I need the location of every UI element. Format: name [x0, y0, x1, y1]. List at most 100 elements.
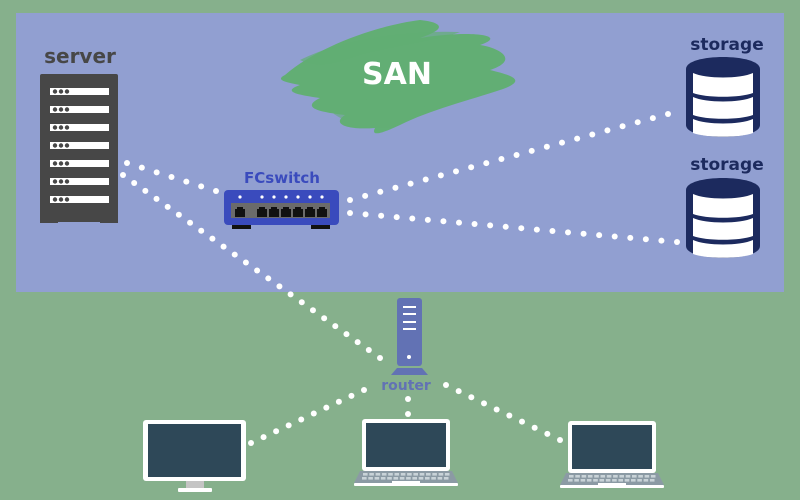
link-dot	[440, 218, 447, 225]
link-dot	[175, 211, 182, 218]
link-dot	[198, 227, 205, 234]
link-dot	[443, 382, 449, 388]
link-dot	[365, 347, 372, 354]
link-dot	[335, 398, 342, 405]
server-slot	[50, 160, 109, 167]
link-dot	[393, 214, 400, 221]
link-dot	[321, 315, 328, 322]
desktop-node[interactable]	[143, 420, 246, 492]
link-dot	[498, 156, 505, 163]
link-dot	[437, 172, 444, 179]
link-dot	[213, 188, 219, 194]
database-cylinder-icon	[686, 57, 760, 137]
link-dot	[513, 151, 520, 158]
link-dot	[198, 183, 205, 190]
link-dot	[347, 197, 353, 203]
link-dot	[453, 168, 459, 175]
server-node[interactable]: server	[40, 44, 118, 223]
link-dot	[665, 111, 671, 117]
link-dot	[649, 115, 656, 122]
link-dot	[248, 440, 254, 446]
storage-1-label: storage	[690, 35, 763, 55]
switch-port[interactable]	[305, 207, 315, 217]
switch-port[interactable]	[281, 207, 291, 217]
link-dot	[287, 291, 294, 298]
storage-node-2[interactable]: storage	[686, 155, 764, 258]
link-dot	[183, 178, 190, 185]
switch-port[interactable]	[257, 207, 267, 217]
server-slot	[50, 106, 109, 113]
link-dot	[377, 188, 384, 195]
server-label: server	[44, 44, 116, 68]
router-label: router	[381, 378, 431, 394]
server-rack-icon	[40, 74, 118, 223]
link-dot	[242, 259, 249, 266]
link-dot	[362, 211, 369, 218]
link-dot	[455, 388, 462, 395]
switch-led	[238, 195, 242, 199]
switch-port[interactable]	[269, 207, 279, 217]
link-dot	[565, 229, 571, 236]
link-dot	[323, 404, 330, 411]
link-dot	[483, 160, 490, 167]
link-dot	[332, 323, 339, 330]
link-dot	[468, 164, 475, 171]
link-dot	[549, 227, 556, 234]
link-dot	[543, 143, 550, 150]
link-dot	[502, 223, 509, 230]
link-dot	[642, 236, 649, 243]
network-switch-icon	[224, 190, 339, 229]
link-dot	[361, 387, 367, 393]
link-dot	[574, 135, 581, 142]
link-dot	[120, 172, 126, 178]
storage-node-1[interactable]: storage	[686, 35, 764, 137]
switch-led	[272, 195, 276, 199]
link-dot	[348, 392, 355, 399]
link-dot	[468, 394, 475, 401]
link-dot	[604, 127, 611, 134]
fcswitch-label: FCswitch	[244, 169, 320, 187]
link-dot	[589, 131, 596, 138]
link-dot	[487, 222, 494, 229]
link-dot	[377, 355, 383, 361]
laptop-node-1[interactable]	[354, 419, 458, 486]
link-dot	[674, 239, 680, 245]
link-dot	[627, 234, 634, 241]
router-node[interactable]: router	[381, 298, 431, 394]
link-dot	[231, 251, 238, 258]
link-dot	[285, 422, 292, 429]
switch-port[interactable]	[317, 207, 327, 217]
fcswitch-node[interactable]: FCswitch	[224, 169, 339, 229]
switch-port[interactable]	[235, 207, 245, 217]
link-dot	[164, 203, 171, 210]
database-cylinder-icon	[686, 178, 760, 258]
link-dot	[298, 299, 305, 306]
link-dot	[298, 416, 305, 423]
link-fcswitch-storage1	[347, 111, 671, 203]
link-dot	[378, 212, 385, 219]
switch-port[interactable]	[293, 207, 303, 217]
storage-2-label: storage	[690, 155, 763, 175]
link-router-laptop2	[443, 382, 563, 443]
san-brush-stroke	[280, 20, 516, 134]
switch-led	[284, 195, 288, 199]
link-server-router	[120, 172, 383, 361]
link-dot	[544, 430, 551, 437]
switch-led	[320, 195, 324, 199]
link-dot	[531, 424, 538, 431]
link-dot	[347, 210, 353, 216]
switch-led	[296, 195, 300, 199]
link-dot	[493, 406, 500, 413]
link-dot	[481, 400, 487, 407]
link-router-desktop	[248, 387, 367, 446]
server-slot	[50, 88, 109, 95]
link-dot	[309, 307, 316, 314]
link-dot	[422, 176, 429, 183]
server-slot	[50, 178, 109, 185]
link-fcswitch-storage2	[347, 210, 680, 245]
link-dot	[533, 226, 540, 233]
link-dot	[310, 410, 317, 417]
laptop-node-2[interactable]	[560, 421, 664, 488]
link-dot	[405, 396, 411, 402]
link-dot	[506, 412, 513, 419]
